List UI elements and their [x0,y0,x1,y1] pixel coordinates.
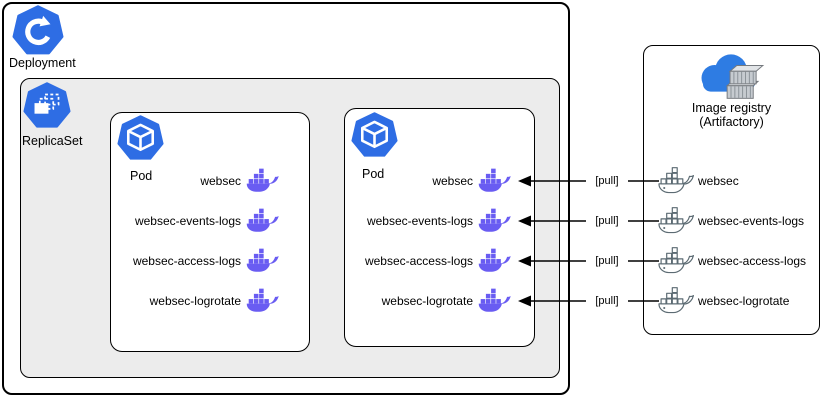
registry-image-item[interactable]: websec-access-logs [658,248,816,274]
container-item[interactable]: websec-events-logs [348,208,512,234]
container-item[interactable]: websec-access-logs [116,248,280,274]
pod-label: Pod [130,169,153,183]
cloud-containers-icon [692,50,770,108]
docker-whale-outline-icon [658,167,695,195]
pull-arrow-label: [pull] [586,294,628,309]
registry-image-label: websec-access-logs [698,254,807,268]
container-item[interactable]: websec-logrotate [116,288,280,314]
registry-image-label: websec [698,174,739,188]
registry-image-label: websec-events-logs [698,214,805,228]
container-item[interactable]: websec [348,168,512,194]
container-label: websec-access-logs [132,254,241,268]
registry-image-item[interactable]: websec [658,168,816,194]
kubernetes-pod-icon [117,115,164,162]
registry-title-line1: Image registry [691,101,772,115]
docker-whale-outline-icon [658,287,695,315]
pull-arrow-label: [pull] [586,214,628,229]
container-label: websec [200,174,241,188]
registry-image-label: websec-logrotate [698,294,790,308]
registry-image-item[interactable]: websec-events-logs [658,208,816,234]
deployment-label: Deployment [9,56,76,70]
registry-image-item[interactable]: websec-logrotate [658,288,816,314]
docker-whale-icon [246,168,280,194]
docker-whale-icon [246,248,280,274]
container-item[interactable]: websec-events-logs [116,208,280,234]
kubernetes-pod-icon [351,112,398,159]
docker-whale-icon [478,208,512,234]
docker-whale-icon [478,288,512,314]
pod-label: Pod [362,167,385,181]
container-label: websec [432,174,473,188]
kubernetes-replicaset-icon [23,82,71,130]
container-item[interactable]: websec-access-logs [348,248,512,274]
container-item[interactable]: websec-logrotate [348,288,512,314]
docker-whale-outline-icon [658,207,695,235]
container-label: websec-access-logs [364,254,473,268]
container-label: websec-logrotate [149,294,241,308]
container-label: websec-events-logs [366,214,473,228]
kubernetes-deployment-icon [12,5,64,57]
container-label: websec-logrotate [381,294,473,308]
replicaset-label: ReplicaSet [22,134,83,148]
docker-whale-icon [246,288,280,314]
docker-whale-icon [478,248,512,274]
pull-arrow-label: [pull] [586,254,628,269]
registry-title: Image registry (Artifactory) [643,101,820,129]
container-item[interactable]: websec [116,168,280,194]
docker-whale-icon [246,208,280,234]
pull-arrow-label: [pull] [586,174,628,189]
docker-whale-outline-icon [658,247,695,275]
registry-title-line2: (Artifactory) [699,115,764,129]
docker-whale-icon [478,168,512,194]
container-label: websec-events-logs [134,214,241,228]
